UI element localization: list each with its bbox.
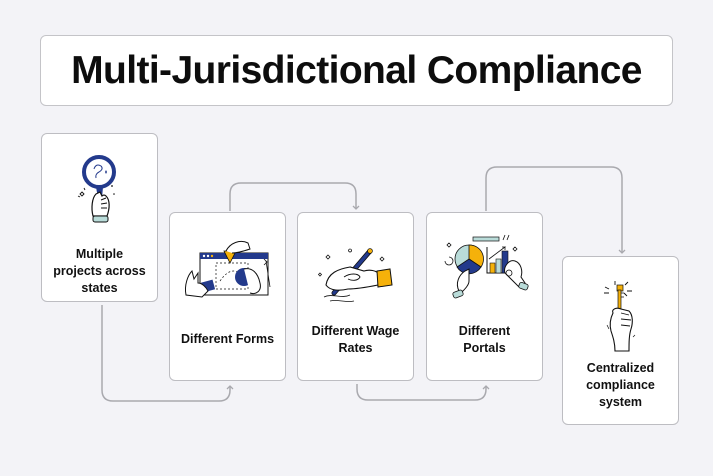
connector-2-3 — [229, 182, 360, 211]
charts-hands-icon — [427, 233, 542, 305]
hand-writing-pen-icon — [298, 243, 413, 305]
step-card-multiple-projects: Multiple projects across states — [41, 133, 158, 302]
step-card-different-forms: Different Forms — [169, 212, 286, 381]
hand-holding-key-icon — [563, 279, 678, 359]
step-card-different-portals: Different Portals — [426, 212, 543, 381]
title-box: Multi-Jurisdictional Compliance — [40, 35, 673, 106]
step-label: Multiple projects across states — [53, 247, 146, 295]
step-label: Different Wage Rates — [311, 324, 400, 355]
diagram-title: Multi-Jurisdictional Compliance — [71, 48, 642, 92]
step-card-different-wage-rates: Different Wage Rates — [297, 212, 414, 381]
forms-window-hands-icon — [170, 237, 285, 309]
step-card-centralized-system: Centralized compliance system — [562, 256, 679, 425]
step-label: Centralized compliance system — [586, 361, 655, 409]
step-label: Different Portals — [458, 324, 511, 355]
connector-3-4 — [356, 384, 490, 401]
step-label: Different Forms — [180, 332, 275, 346]
magnifying-glass-hand-icon — [42, 152, 157, 232]
